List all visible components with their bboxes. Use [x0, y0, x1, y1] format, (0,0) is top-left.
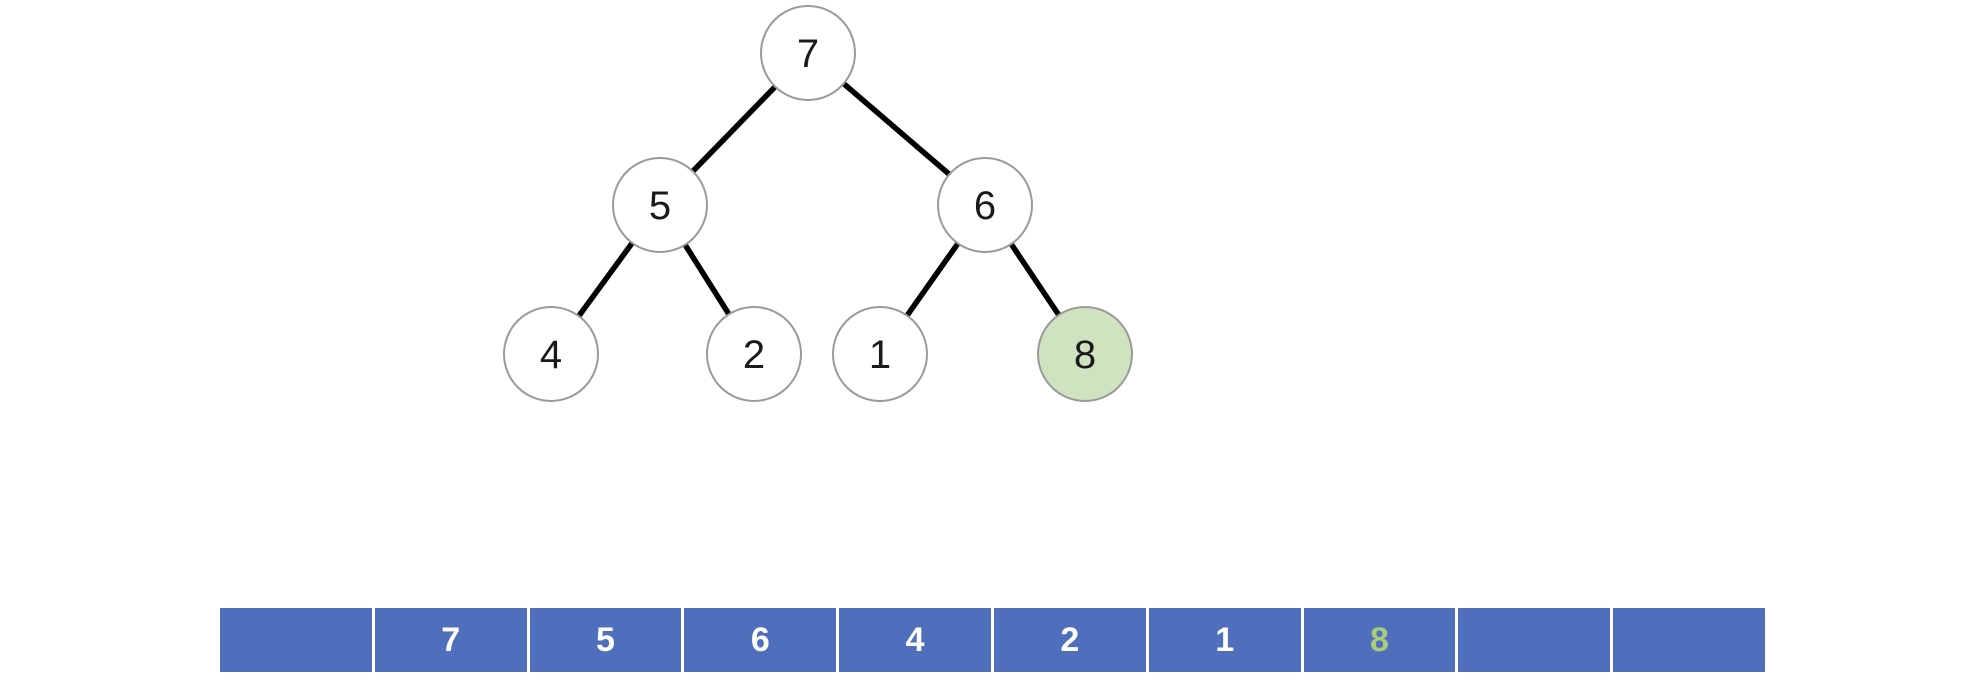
- tree-node-circle: [1037, 306, 1133, 402]
- tree-node[interactable]: 4: [503, 306, 599, 402]
- tree-node-circle: [706, 306, 802, 402]
- tree-node-circle: [612, 157, 708, 253]
- array-cell-value: 1: [1215, 621, 1235, 659]
- tree-node[interactable]: 1: [832, 306, 928, 402]
- array-cell[interactable]: 6: [684, 608, 837, 672]
- tree-node-circle: [760, 5, 856, 101]
- tree-node[interactable]: 7: [760, 5, 856, 101]
- tree-edge: [682, 243, 732, 316]
- tree-edge: [576, 241, 635, 318]
- tree-node-label: 2: [743, 333, 765, 377]
- tree-node[interactable]: 5: [612, 157, 708, 253]
- array-cell-value: 5: [596, 621, 615, 659]
- tree-node-label: 4: [540, 333, 562, 377]
- tree-node[interactable]: 6: [937, 157, 1033, 253]
- tree-node-label: 8: [1074, 333, 1096, 377]
- binary-heap-tree: 7 5 6 4 2 1 8: [503, 5, 1133, 402]
- tree-edge: [1008, 242, 1062, 317]
- tree-node-label: 6: [974, 184, 996, 228]
- array-cell[interactable]: 5: [529, 608, 682, 672]
- tree-node-circle: [937, 157, 1033, 253]
- array-cell[interactable]: 1: [1148, 608, 1301, 672]
- array-cell[interactable]: 7: [374, 608, 527, 672]
- tree-node-highlighted[interactable]: 8: [1037, 306, 1133, 402]
- tree-node[interactable]: 2: [706, 306, 802, 402]
- tree-edge: [841, 81, 952, 177]
- array-cell[interactable]: [220, 608, 372, 672]
- heap-array-strip: 7 5 6 4 2 1 8: [220, 608, 1765, 672]
- tree-node-layer: 7 5 6 4 2 1 8: [503, 5, 1133, 402]
- array-cell-value: 8: [1370, 621, 1389, 659]
- tree-node-circle: [503, 306, 599, 402]
- array-cell-value: 6: [750, 621, 770, 659]
- array-cell[interactable]: 4: [839, 608, 991, 672]
- tree-node-circle: [832, 306, 928, 402]
- tree-node-label: 5: [649, 184, 671, 228]
- array-cell[interactable]: [1613, 608, 1765, 672]
- array-cell-value: 2: [1060, 621, 1080, 659]
- tree-node-label: 1: [869, 333, 891, 377]
- tree-edge: [690, 84, 778, 174]
- array-cell[interactable]: 8: [1303, 608, 1456, 672]
- array-cell-value: 4: [905, 621, 925, 659]
- array-cell-value: 7: [441, 621, 461, 659]
- tree-node-label: 7: [797, 32, 819, 76]
- tree-edge-layer: [576, 81, 1062, 318]
- tree-edge: [904, 241, 961, 318]
- array-cell[interactable]: 2: [993, 608, 1146, 672]
- array-cell[interactable]: [1458, 608, 1611, 672]
